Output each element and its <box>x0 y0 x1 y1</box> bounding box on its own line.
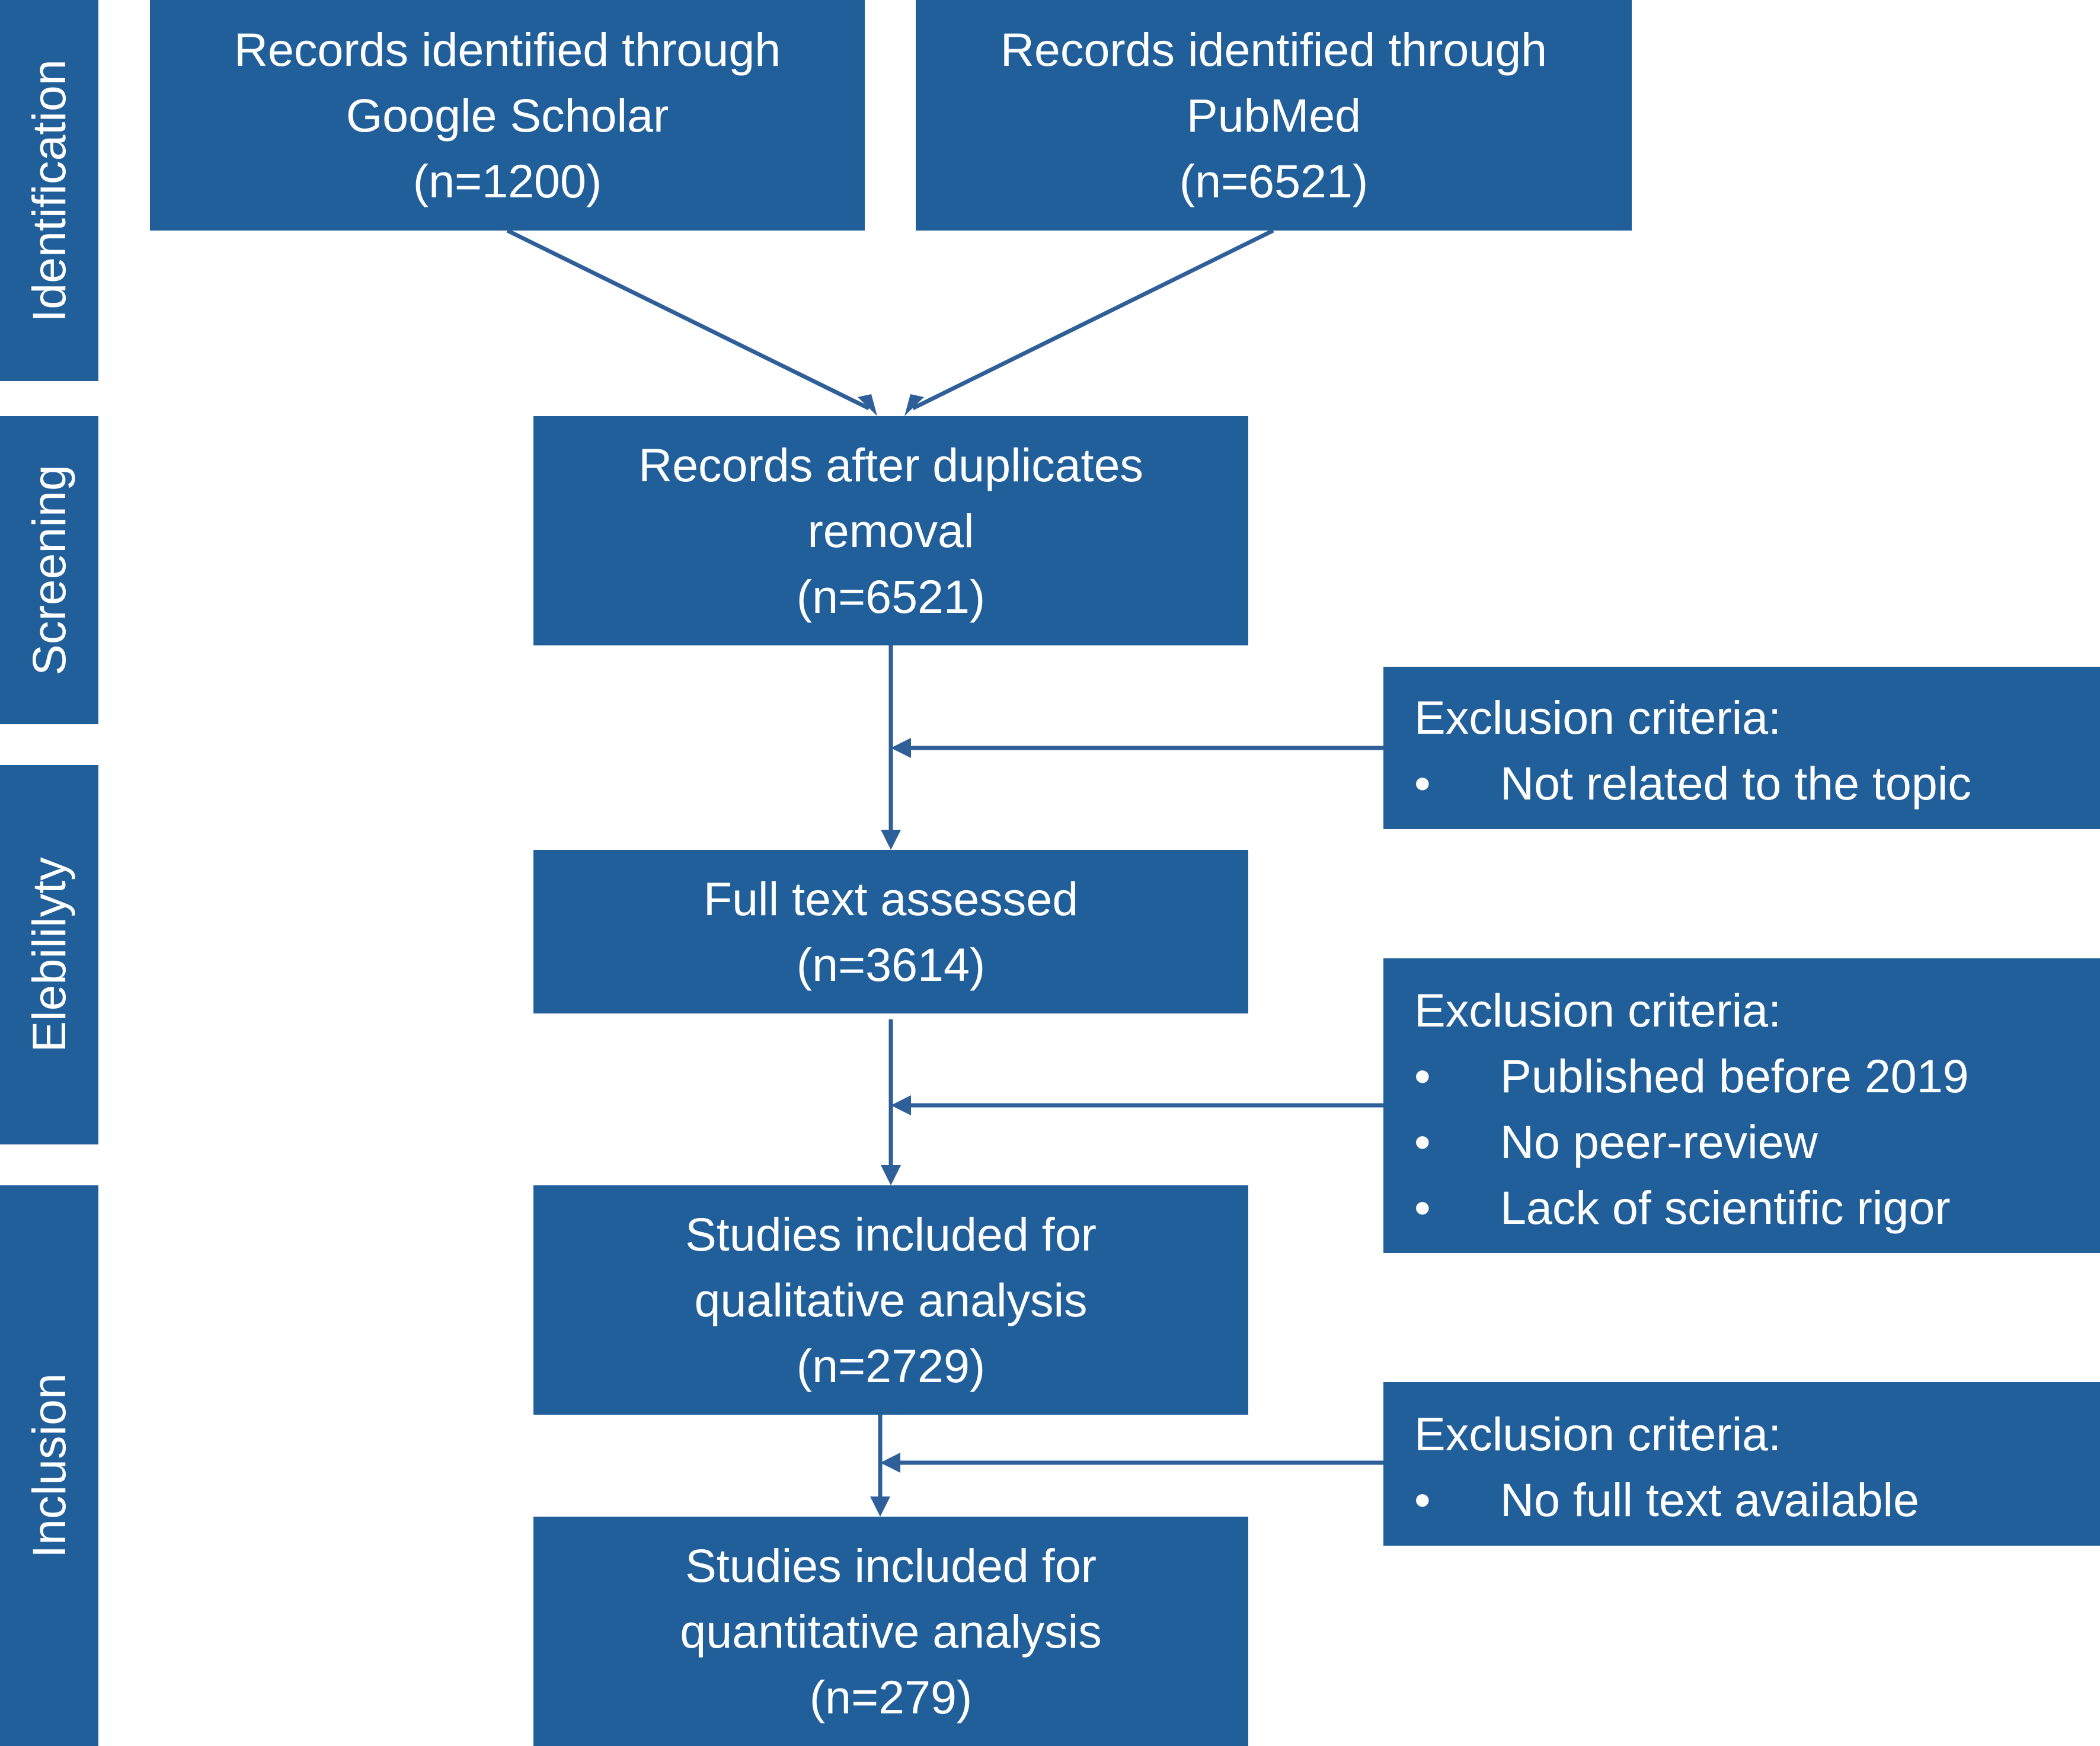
box-count: (n=1200) <box>413 155 602 207</box>
box-line: Records identified through <box>234 23 781 76</box>
exclusion-box-1: Exclusion criteria: Not related to the t… <box>1383 667 2100 829</box>
exclusion-box-3: Exclusion criteria: No full text availab… <box>1383 1382 2100 1546</box>
exclusion-item: Published before 2019 <box>1414 1043 2100 1109</box>
arrowhead <box>858 394 877 416</box>
exclusion-title: Exclusion criteria: <box>1414 691 1782 744</box>
box-line: Google Scholar <box>346 89 669 142</box>
box-count: (n=2729) <box>796 1339 986 1392</box>
box-count: (n=6521) <box>796 570 986 623</box>
exclusion-box-2: Exclusion criteria: Published before 201… <box>1383 958 2100 1253</box>
duplicates-removal-box: Records after duplicates removal (n=6521… <box>533 416 1248 645</box>
quantitative-analysis-box: Studies included for quantitative analys… <box>533 1517 1248 1746</box>
arrowhead <box>891 738 911 758</box>
arrow-google-to-duplicates <box>506 228 870 411</box>
pubmed-box: Records identified through PubMed (n=652… <box>916 0 1632 231</box>
box-line: Records identified through <box>1000 23 1548 76</box>
full-text-box: Full text assessed (n=3614) <box>533 850 1248 1013</box>
box-line: quantitative analysis <box>680 1605 1102 1658</box>
box-line: qualitative analysis <box>694 1274 1088 1326</box>
box-count: (n=3614) <box>796 938 986 991</box>
exclusion-item: No full text available <box>1414 1467 2100 1533</box>
exclusion-title: Exclusion criteria: <box>1414 1408 1782 1460</box>
arrowhead <box>881 830 901 850</box>
arrowhead <box>891 1095 911 1115</box>
box-count: (n=6521) <box>1179 155 1369 207</box>
arrowhead <box>870 1496 890 1517</box>
stage-eligibility: Elebililyty <box>0 765 98 1144</box>
stage-inclusion: Inclusion <box>0 1185 98 1746</box>
google-scholar-box: Records identified through Google Schola… <box>150 0 865 231</box>
box-line: PubMed <box>1186 89 1361 142</box>
box-line: Full text assessed <box>703 872 1079 925</box>
box-line: Studies included for <box>685 1539 1097 1592</box>
arrowhead <box>880 1453 900 1473</box>
arrowhead <box>881 1165 901 1185</box>
qualitative-analysis-box: Studies included for qualitative analysi… <box>533 1185 1248 1415</box>
box-count: (n=279) <box>809 1671 973 1723</box>
exclusion-item: Lack of scientific rigor <box>1414 1175 2100 1240</box>
exclusion-item: Not related to the topic <box>1414 750 2100 816</box>
exclusion-title: Exclusion criteria: <box>1414 984 1782 1037</box>
box-line: removal <box>807 504 974 557</box>
exclusion-item: No peer-review <box>1414 1109 2100 1175</box>
arrowhead <box>904 394 924 416</box>
box-line: Studies included for <box>685 1208 1097 1261</box>
stage-screening: Screening <box>0 416 98 724</box>
arrow-pubmed-to-duplicates <box>912 228 1274 411</box>
box-line: Records after duplicates <box>638 439 1143 491</box>
stage-identification: Identification <box>0 0 98 381</box>
